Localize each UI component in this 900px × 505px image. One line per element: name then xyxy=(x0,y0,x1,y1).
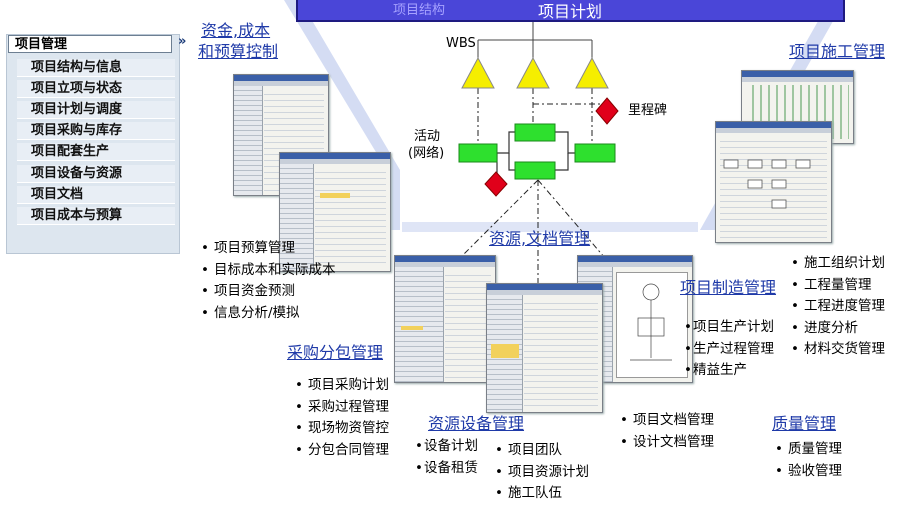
activity-box-2 xyxy=(514,123,556,142)
project-plan-bar[interactable]: 项目结构 项目计划 xyxy=(296,0,845,22)
equipment-right-bullet-list: 项目团队 项目资源计划 施工队伍 xyxy=(495,440,589,505)
list-item: 信息分析/模拟 xyxy=(201,303,335,325)
list-item: 项目资源计划 xyxy=(495,462,589,484)
plan-bar-title: 项目计划 xyxy=(538,2,603,21)
procurement-screenshot xyxy=(394,255,496,383)
milestone-label: 里程碑 xyxy=(628,103,668,118)
plan-bar-sub-label: 项目结构 xyxy=(393,3,446,18)
list-item: 项目预算管理 xyxy=(201,238,335,260)
list-item: 施工组织计划 xyxy=(791,253,885,275)
equipment-title[interactable]: 资源设备管理 xyxy=(428,414,525,433)
list-item: 项目团队 xyxy=(495,440,589,462)
milestone-diamond-2 xyxy=(484,171,508,197)
quality-title[interactable]: 质量管理 xyxy=(772,414,837,433)
nav-item-initiation[interactable]: 项目立项与状态 xyxy=(17,80,175,98)
wbs-label: WBS xyxy=(446,36,476,51)
list-item: 工程进度管理 xyxy=(791,296,885,318)
quality-bullet-list: 质量管理 验收管理 xyxy=(775,439,842,482)
activity-box-3 xyxy=(514,161,556,180)
procurement-title[interactable]: 采购分包管理 xyxy=(287,343,384,362)
activity-label: 活动 xyxy=(414,129,441,144)
list-item: 采购过程管理 xyxy=(295,397,389,419)
nav-item-structure[interactable]: 项目结构与信息 xyxy=(17,59,175,77)
manufacturing-bullet-list: 项目生产计划 生产过程管理 精益生产 xyxy=(684,317,774,382)
finance-bullet-list: 项目预算管理 目标成本和实际成本 项目资金预测 信息分析/模拟 xyxy=(201,238,336,325)
wbs-triangle-2 xyxy=(516,56,550,89)
nav-item-equipment[interactable]: 项目设备与资源 xyxy=(17,165,175,183)
list-item: 验收管理 xyxy=(775,461,842,483)
list-item: 材料交货管理 xyxy=(791,339,885,361)
nav-item-production[interactable]: 项目配套生产 xyxy=(17,143,175,161)
wbs-triangle-1 xyxy=(461,56,495,89)
resources-screenshot xyxy=(486,283,603,413)
wbs-triangle-3 xyxy=(575,56,609,89)
list-item: 质量管理 xyxy=(775,439,842,461)
list-item: 施工队伍 xyxy=(495,483,589,505)
nav-item-cost[interactable]: 项目成本与预算 xyxy=(17,207,175,225)
list-item: 设备租赁 xyxy=(415,458,478,480)
nav-item-procurement[interactable]: 项目采购与库存 xyxy=(17,122,175,140)
background-frame-bottom xyxy=(402,222,698,232)
activity-box-1 xyxy=(458,143,498,163)
list-item: 项目资金预测 xyxy=(201,281,335,303)
equipment-left-bullet-list: 设备计划 设备租赁 xyxy=(415,436,478,479)
procurement-bullet-list: 项目采购计划 采购过程管理 现场物资管控 分包合同管理 xyxy=(295,375,389,461)
milestone-diamond-1 xyxy=(595,97,619,125)
list-item: 生产过程管理 xyxy=(684,339,774,361)
construction-screenshot-2 xyxy=(715,121,832,243)
finance-title-line-1[interactable]: 资金,成本 xyxy=(201,21,271,40)
list-item: 目标成本和实际成本 xyxy=(201,260,336,282)
manufacturing-title[interactable]: 项目制造管理 xyxy=(680,278,777,297)
list-item: 精益生产 xyxy=(684,360,774,382)
list-item: 项目生产计划 xyxy=(684,317,774,339)
network-label: (网络) xyxy=(408,146,445,161)
list-item: 进度分析 xyxy=(791,318,885,340)
list-item: 项目采购计划 xyxy=(295,375,389,397)
nav-item-planning[interactable]: 项目计划与调度 xyxy=(17,101,175,119)
nav-arrow-icon: » xyxy=(178,34,187,49)
construction-title[interactable]: 项目施工管理 xyxy=(789,42,886,61)
list-item: 设备计划 xyxy=(415,436,478,458)
construction-bullet-list: 施工组织计划 工程量管理 工程进度管理 进度分析 材料交货管理 xyxy=(791,253,885,361)
resources-docs-title[interactable]: 资源,文档管理 xyxy=(489,229,591,248)
activity-box-4 xyxy=(574,143,616,163)
nav-item-documents[interactable]: 项目文档 xyxy=(17,186,175,204)
documents-bullet-list: 项目文档管理 设计文档管理 xyxy=(620,410,714,453)
project-management-nav: 项目管理 项目结构与信息 项目立项与状态 项目计划与调度 项目采购与库存 项目配… xyxy=(6,34,180,254)
list-item: 项目文档管理 xyxy=(620,410,714,432)
nav-title[interactable]: 项目管理 xyxy=(8,35,172,53)
list-item: 设计文档管理 xyxy=(620,432,714,454)
list-item: 分包合同管理 xyxy=(295,440,389,462)
finance-title-line-2[interactable]: 和预算控制 xyxy=(198,42,279,61)
list-item: 工程量管理 xyxy=(791,275,885,297)
wbs-tree xyxy=(477,22,593,58)
list-item: 现场物资管控 xyxy=(295,418,389,440)
